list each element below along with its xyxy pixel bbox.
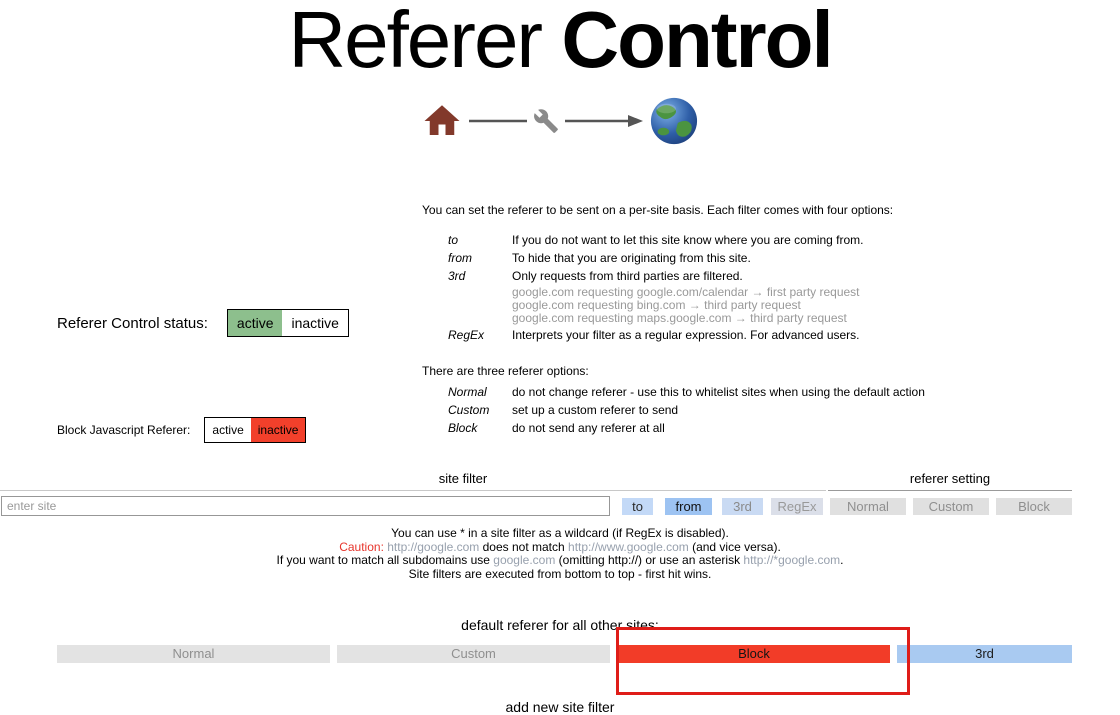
page-title: Referer Control — [0, 0, 1120, 86]
referer-desc: do not send any referer at all — [512, 421, 665, 435]
default-normal-button[interactable]: Normal — [57, 645, 330, 663]
instructions-block: You can set the referer to be sent on a … — [422, 203, 1022, 437]
referer-desc: set up a custom referer to send — [512, 403, 679, 417]
caution-url: http://*google.com — [743, 553, 841, 567]
status-inactive-button[interactable]: inactive — [282, 310, 348, 336]
option-row-3rd: 3rd Only requests from third parties are… — [422, 267, 1022, 285]
filter-3rd-button[interactable]: 3rd — [722, 498, 763, 515]
option-row-from: from To hide that you are originating fr… — [422, 249, 1022, 267]
caution-line-2: Caution: http://google.com does not matc… — [339, 539, 781, 554]
default-referer-label: default referer for all other sites: — [461, 617, 659, 633]
option-row-regex: RegEx Interprets your filter as a regula… — [422, 326, 1022, 344]
option-desc: If you do not want to let this site know… — [512, 233, 864, 247]
example-line: google.com requesting google.com/calenda… — [512, 285, 860, 299]
option-term: 3rd — [448, 269, 466, 283]
workflow-diagram — [0, 96, 1120, 146]
option-term: from — [448, 251, 472, 265]
setting-block-button[interactable]: Block — [996, 498, 1072, 515]
third-party-examples: google.com requesting google.com/calenda… — [512, 286, 1022, 325]
setting-normal-button[interactable]: Normal — [830, 498, 906, 515]
arrow-right-icon — [565, 115, 643, 127]
status-toggle: active inactive — [226, 309, 349, 337]
referer-term: Custom — [448, 403, 490, 417]
default-block-button[interactable]: Block — [618, 645, 890, 663]
filter-from-button[interactable]: from — [665, 498, 712, 515]
option-desc: Only requests from third parties are fil… — [512, 269, 743, 283]
caution-url: google.com — [493, 553, 556, 567]
referer-row-normal: Normal do not change referer - use this … — [422, 383, 1022, 401]
title-word-light: Referer — [288, 0, 543, 84]
setting-custom-button[interactable]: Custom — [913, 498, 989, 515]
example-line: google.com requesting maps.google.com → … — [512, 311, 847, 325]
home-icon — [424, 105, 460, 135]
referer-row-block: Block do not send any referer at all — [422, 419, 1022, 437]
referer-desc: do not change referer - use this to whit… — [512, 385, 925, 399]
js-referer-label: Block Javascript Referer: — [57, 423, 191, 437]
instructions-intro: You can set the referer to be sent on a … — [422, 203, 894, 217]
filter-to-button[interactable]: to — [622, 498, 653, 515]
option-term: RegEx — [448, 328, 485, 342]
status-label: Referer Control status: — [57, 314, 208, 332]
site-filter-input[interactable] — [1, 496, 610, 516]
referer-term: Block — [448, 421, 478, 435]
caution-line-3: If you want to match all subdomains use … — [276, 553, 844, 567]
globe-icon — [650, 97, 698, 145]
caution-url: http://www.google.com — [568, 539, 689, 554]
site-filter-divider — [0, 490, 826, 491]
caution-url: http://google.com — [383, 539, 480, 554]
js-inactive-button[interactable]: inactive — [250, 418, 306, 442]
block-js-referer-row: Block Javascript Referer: active inactiv… — [57, 417, 307, 443]
add-new-site-filter-label: add new site filter — [505, 699, 615, 715]
default-custom-button[interactable]: Custom — [337, 645, 610, 663]
option-term: to — [448, 233, 459, 247]
example-line: google.com requesting bing.com → third p… — [512, 298, 801, 312]
option-desc: To hide that you are originating from th… — [512, 251, 751, 265]
caution-line-1: You can use * in a site filter as a wild… — [391, 526, 729, 540]
referer-setting-header: referer setting — [909, 471, 991, 486]
js-active-button[interactable]: active — [205, 418, 251, 442]
js-referer-toggle: active inactive — [204, 417, 307, 443]
referer-term: Normal — [448, 385, 487, 399]
status-active-button[interactable]: active — [227, 310, 283, 336]
filter-regex-button[interactable]: RegEx — [771, 498, 823, 515]
caution-block: You can use * in a site filter as a wild… — [0, 526, 1120, 581]
connector-line-icon — [469, 119, 527, 123]
referer-control-status-row: Referer Control status: active inactive — [57, 309, 349, 337]
title-word-bold: Control — [561, 0, 833, 84]
referer-row-custom: Custom set up a custom referer to send — [422, 401, 1022, 419]
caution-line-4: Site filters are executed from bottom to… — [408, 566, 712, 581]
referer-options-intro: There are three referer options: — [422, 364, 589, 378]
site-filter-header: site filter — [438, 471, 488, 486]
caution-prefix: Caution: — [339, 539, 384, 554]
option-row-to: to If you do not want to let this site k… — [422, 231, 1022, 249]
default-3rd-button[interactable]: 3rd — [897, 645, 1072, 663]
option-desc: Interprets your filter as a regular expr… — [512, 328, 860, 342]
wrench-icon — [534, 109, 558, 133]
referer-setting-divider — [828, 490, 1072, 491]
